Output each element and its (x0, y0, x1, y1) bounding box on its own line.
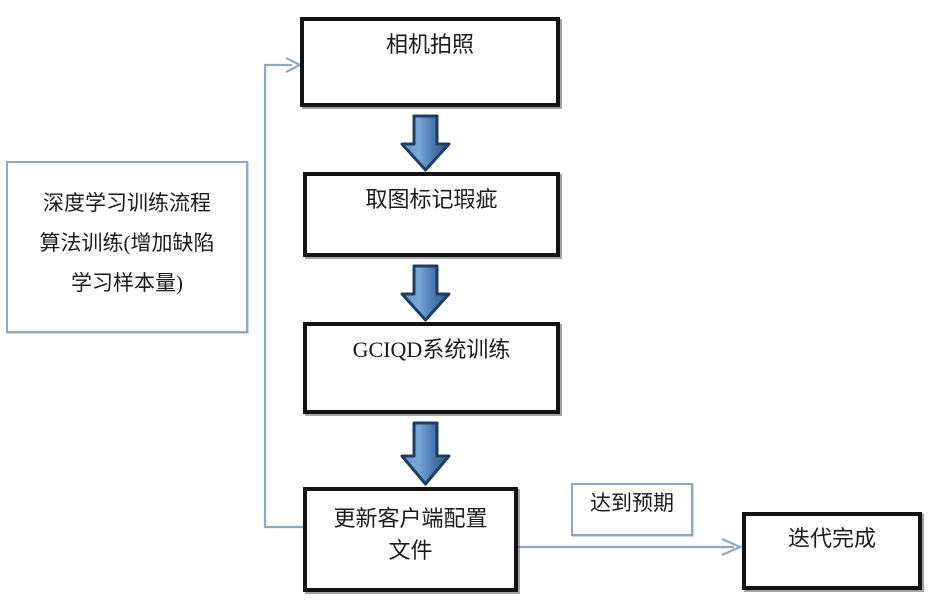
arrow-mark-to-training (400, 264, 451, 322)
node-training-note: 深度学习训练流程 算法训练(增加缺陷 学习样本量) (6, 161, 248, 333)
node-system-training: GCIQD系统训练 (303, 322, 560, 414)
node-camera-capture-label: 相机拍照 (385, 32, 474, 57)
arrow-update-to-iteration (518, 537, 743, 557)
node-iteration-done: 迭代完成 (742, 512, 922, 590)
node-mark-defects: 取图标记瑕疵 (303, 172, 560, 257)
node-camera-capture: 相机拍照 (300, 17, 560, 107)
node-update-config: 更新客户端配置 文件 (303, 487, 518, 592)
node-training-note-label: 深度学习训练流程 算法训练(增加缺陷 学习样本量) (39, 191, 215, 295)
node-update-config-label: 更新客户端配置 文件 (333, 506, 488, 563)
arrow-camera-to-mark (400, 114, 451, 172)
arrow-training-to-update (400, 421, 451, 486)
node-expectation-met: 达到预期 (571, 483, 693, 536)
node-iteration-done-label: 迭代完成 (787, 526, 876, 551)
node-system-training-label: GCIQD系统训练 (352, 337, 511, 362)
arrow-feedback-loop (263, 57, 303, 529)
node-expectation-met-label: 达到预期 (590, 491, 674, 515)
node-mark-defects-label: 取图标记瑕疵 (365, 187, 498, 212)
